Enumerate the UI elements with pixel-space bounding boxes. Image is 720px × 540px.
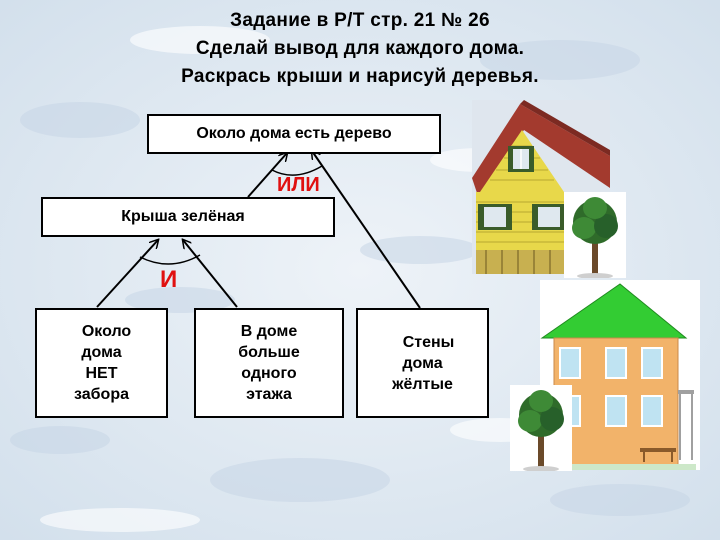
node-floors-line-4: этажа [246, 386, 292, 403]
node-floors-line-1: В доме [240, 323, 298, 340]
node-no-fence-line-2: дома [81, 344, 122, 361]
title-line-2: Сделай вывод для каждого дома. [195, 38, 525, 59]
tree-icon [510, 385, 572, 471]
node-green-roof: Крыша зелёная [41, 197, 335, 237]
node-no-fence-line-4: забора [74, 386, 129, 403]
and-operator-label: И [160, 266, 178, 293]
title-line-1: Задание в Р/Т стр. 21 № 26 [230, 10, 490, 31]
node-floors-line-3: одного [241, 365, 297, 382]
or-operator-label: ИЛИ [277, 174, 320, 196]
title-line-3: Раскрась крыши и нарисуй деревья. [181, 66, 539, 87]
node-no-fence-line-1: Около [81, 323, 132, 340]
node-yellow-walls: Стены дома жёлтые [356, 308, 489, 418]
tree-icon [564, 192, 626, 278]
node-walls-line-2: дома [402, 354, 443, 372]
node-walls-line-3: жёлтые [392, 375, 453, 393]
node-no-fence: Около дома НЕТ забора [35, 308, 168, 418]
node-more-than-one-floor: В доме больше одного этажа [194, 308, 344, 418]
node-no-fence-line-3: НЕТ [85, 365, 118, 382]
node-walls-line-1: Стены [402, 333, 455, 351]
node-floors-line-2: больше [238, 344, 300, 361]
orange-house-image [540, 280, 700, 470]
node-tree-near-house: Около дома есть дерево [147, 114, 441, 154]
